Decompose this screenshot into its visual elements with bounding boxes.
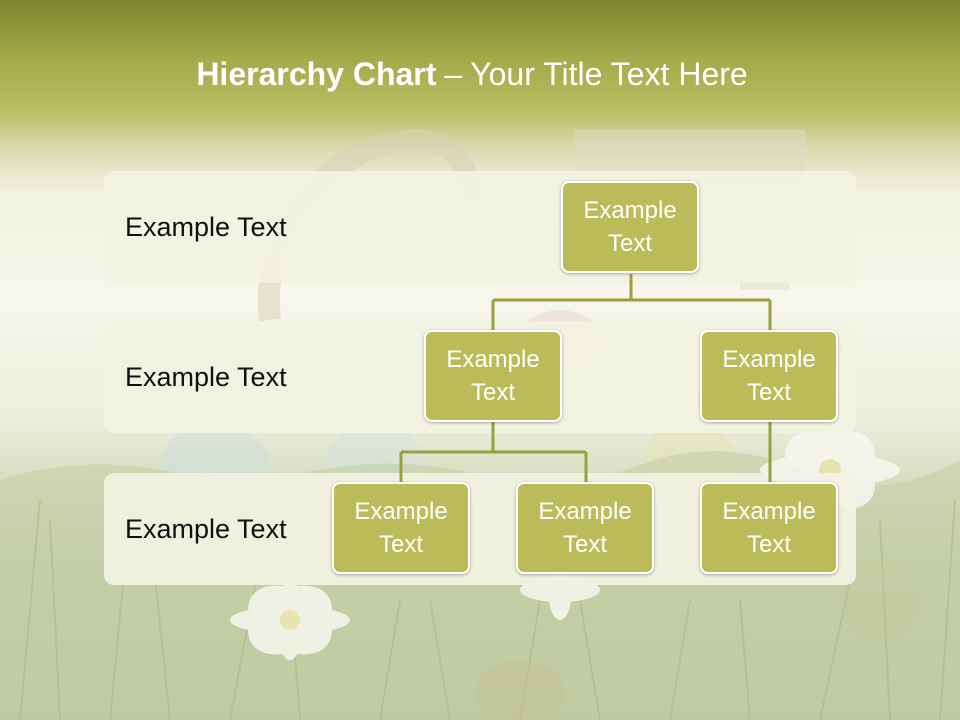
level-band-1: Example Text xyxy=(104,171,856,283)
node-level3-c[interactable]: Example Text xyxy=(700,482,838,574)
node-level2-left[interactable]: Example Text xyxy=(424,330,562,422)
node-level2-right-text: Example Text xyxy=(722,346,816,406)
slide-title: Hierarchy Chart–Your Title Text Here xyxy=(0,56,944,93)
node-level2-left-text: Example Text xyxy=(446,346,540,406)
title-bold-part: Hierarchy Chart xyxy=(196,56,437,92)
title-dash: – xyxy=(444,56,463,92)
node-level3-c-text: Example Text xyxy=(722,498,816,558)
level-label-3: Example Text xyxy=(125,514,287,544)
node-level2-right[interactable]: Example Text xyxy=(700,330,838,422)
node-root-text: Example Text xyxy=(583,197,677,257)
title-rest: Your Title Text Here xyxy=(470,56,748,92)
node-level3-a-text: Example Text xyxy=(354,498,448,558)
node-level3-b[interactable]: Example Text xyxy=(516,482,654,574)
node-root[interactable]: Example Text xyxy=(561,181,699,273)
node-level3-a[interactable]: Example Text xyxy=(332,482,470,574)
node-level3-b-text: Example Text xyxy=(538,498,632,558)
level-label-2: Example Text xyxy=(125,362,287,392)
level-label-1: Example Text xyxy=(125,212,287,242)
